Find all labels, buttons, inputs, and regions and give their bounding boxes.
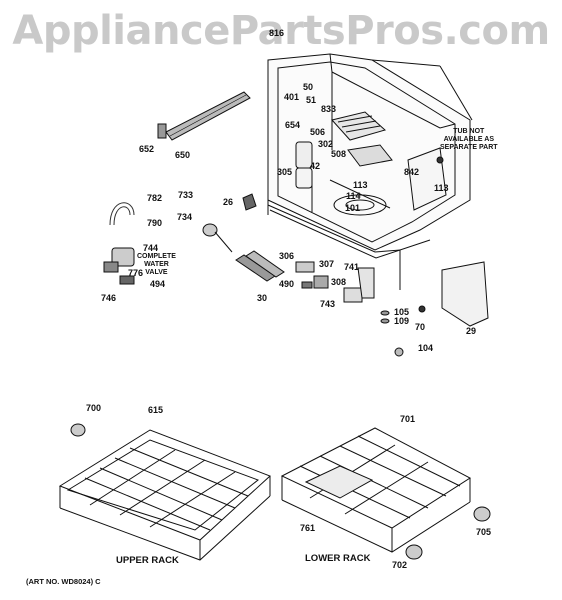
clip-652 <box>157 123 167 139</box>
water-valve-note: COMPLETE WATER VALVE <box>137 253 176 277</box>
label-109: 109 <box>394 316 410 326</box>
label-615: 615 <box>148 405 164 415</box>
label-26: 26 <box>223 197 234 207</box>
bracket-26 <box>242 193 257 211</box>
label-701: 701 <box>400 414 416 424</box>
label-70: 70 <box>415 322 426 332</box>
lower-rack-drawing <box>280 427 491 560</box>
right-bracket <box>407 147 447 211</box>
label-308: 308 <box>331 277 347 287</box>
label-761: 761 <box>300 523 316 533</box>
washer-105 <box>380 310 390 316</box>
label-494: 494 <box>150 279 166 289</box>
label-305: 305 <box>277 167 293 177</box>
panel-29 <box>441 261 489 327</box>
label-42-right: 842 <box>404 167 420 177</box>
label-401: 401 <box>284 92 300 102</box>
label-733: 733 <box>178 190 194 200</box>
label-650: 650 <box>175 150 191 160</box>
label-307: 307 <box>319 259 335 269</box>
label-782: 782 <box>147 193 163 203</box>
label-506: 506 <box>310 127 326 137</box>
watermark: AppliancePartsPros.com <box>12 8 550 54</box>
water-valve-note-text: COMPLETE WATER VALVE <box>137 253 176 276</box>
upper-rack-drawing <box>58 423 271 561</box>
art-number: (ART NO. WD8024) C <box>26 577 101 586</box>
label-700: 700 <box>86 403 102 413</box>
label-654: 654 <box>285 120 301 130</box>
label-104: 104 <box>418 343 434 353</box>
label-702: 702 <box>392 560 408 570</box>
label-833: 833 <box>321 104 337 114</box>
washer-109 <box>380 318 390 324</box>
label-652: 652 <box>139 144 155 154</box>
label-746: 746 <box>101 293 117 303</box>
part-743 <box>343 287 363 303</box>
screw-70 <box>418 305 426 313</box>
part-490 <box>301 281 313 289</box>
label-508: 508 <box>331 149 347 159</box>
label-50: 50 <box>303 82 314 92</box>
tub-note: TUB NOT AVAILABLE AS SEPARATE PART <box>440 128 498 152</box>
label-744: 744 <box>143 243 159 253</box>
water-valve <box>103 247 135 285</box>
label-29: 29 <box>466 326 477 336</box>
label-741: 741 <box>344 262 360 272</box>
label-734: 734 <box>177 212 193 222</box>
pump-part-734 <box>202 223 233 253</box>
label-51: 51 <box>306 95 317 105</box>
bracket-741 <box>357 267 375 299</box>
label-114: 114 <box>346 191 361 201</box>
caption-upper-rack: UPPER RACK <box>116 555 179 566</box>
label-113-center: 113 <box>353 180 368 190</box>
label-743: 743 <box>320 299 336 309</box>
part-308 <box>313 275 329 289</box>
label-30: 30 <box>257 293 268 303</box>
label-42-left: 42 <box>310 161 321 171</box>
label-790: 790 <box>147 218 163 228</box>
foot-104 <box>394 347 404 357</box>
control-module <box>331 111 393 167</box>
label-816: 816 <box>269 28 285 38</box>
label-490: 490 <box>279 279 295 289</box>
caption-lower-rack: LOWER RACK <box>305 553 371 564</box>
label-113-right: 113 <box>434 183 449 193</box>
tub-note-text: TUB NOT AVAILABLE AS SEPARATE PART <box>440 128 498 151</box>
part-307 <box>295 261 315 273</box>
fill-cylinder <box>295 141 313 189</box>
rail-30 <box>235 250 285 282</box>
label-101: 101 <box>345 203 361 213</box>
label-306: 306 <box>279 251 295 261</box>
label-105: 105 <box>394 307 410 317</box>
gasket-650 <box>165 91 251 141</box>
label-776: 776 <box>128 268 144 278</box>
label-705: 705 <box>476 527 492 537</box>
label-302: 302 <box>318 139 334 149</box>
